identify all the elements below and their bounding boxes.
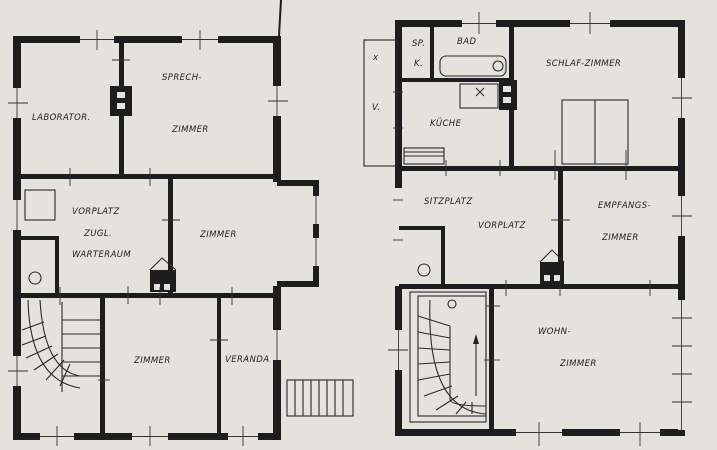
room-labels: LABORATOR. SPRECH- ZIMMER VORPLATZ ZUGL.… xyxy=(32,37,651,369)
upper-floor-plan xyxy=(363,12,692,446)
lower-floor-plan xyxy=(8,0,354,446)
label-vorplatz-upper: VORPLATZ xyxy=(478,221,526,231)
staircase-lower xyxy=(21,299,100,392)
kitchen-table xyxy=(459,83,499,109)
wall-vorplatz-empfang xyxy=(558,168,563,288)
wall-row2 xyxy=(17,293,277,298)
wall-bad-kueche xyxy=(399,78,512,82)
stove-block xyxy=(150,270,176,292)
label-empfangs-line1: EMPFANGS- xyxy=(598,201,651,211)
label-kueche: KÜCHE xyxy=(430,118,462,129)
wall-west-upper-1 xyxy=(395,20,402,188)
wall-stair-zimmer xyxy=(100,295,105,437)
wall-north-upper xyxy=(395,20,685,27)
staircase-upper xyxy=(409,291,487,423)
bath-tub xyxy=(439,55,507,77)
wall-east-lower xyxy=(273,286,281,440)
label-empfangs-line2: ZIMMER xyxy=(601,233,639,243)
wall-sitz-side xyxy=(441,228,445,286)
label-k-small: K. xyxy=(414,59,423,69)
chimney-block xyxy=(110,86,132,116)
label-sitzplatz: SITZPLATZ xyxy=(424,197,473,207)
label-laboratorium: LABORATOR. xyxy=(32,113,91,123)
label-schlafzimmer: SCHLAF-ZIMMER xyxy=(546,59,621,69)
wall-wc-side xyxy=(55,236,59,294)
wall-sitz xyxy=(399,226,445,230)
wall-zimmer-veranda xyxy=(217,295,221,437)
upper-windows xyxy=(388,12,692,446)
wc-fixture xyxy=(28,271,42,285)
bay-wall-east xyxy=(313,180,319,286)
label-sprechzimmer-line2: ZIMMER xyxy=(171,125,209,135)
label-zimmer-east: ZIMMER xyxy=(199,230,237,240)
lower-windows xyxy=(8,30,319,446)
wall-stair-wohn xyxy=(489,286,494,432)
label-vorplatz-line2: ZUGL. xyxy=(83,229,112,239)
wall-row2-upper xyxy=(399,284,682,289)
wall-north xyxy=(13,36,281,43)
wall-row1 xyxy=(17,174,277,179)
label-wohn-line1: WOHN- xyxy=(538,327,571,337)
wc-upper xyxy=(417,263,431,277)
label-zimmer-south: ZIMMER xyxy=(133,356,171,366)
wall-sp-bad xyxy=(430,24,434,80)
label-vorplatz-line3: WARTERAUM xyxy=(72,250,131,260)
label-v-mark: V. xyxy=(372,103,380,113)
label-veranda: VERANDA xyxy=(225,355,269,365)
label-vorplatz-line1: VORPLATZ xyxy=(72,207,120,217)
bay-wall-bottom xyxy=(277,281,319,287)
wall-wc xyxy=(17,236,59,240)
wall-row1-upper xyxy=(399,166,682,171)
entrance-niche xyxy=(24,189,56,221)
wall-vorplatz-zimmer xyxy=(168,176,173,296)
label-sp: SP. xyxy=(412,39,425,49)
label-bad: BAD xyxy=(457,37,476,47)
entry-bump xyxy=(363,39,398,167)
chimney-upper xyxy=(499,80,517,110)
label-sprechzimmer-line1: SPRECH- xyxy=(162,73,202,83)
veranda-steps xyxy=(286,379,354,417)
label-x-mark: x xyxy=(372,53,379,63)
bay-wall-top xyxy=(277,180,319,186)
label-wohn-line2: ZIMMER xyxy=(559,359,597,369)
